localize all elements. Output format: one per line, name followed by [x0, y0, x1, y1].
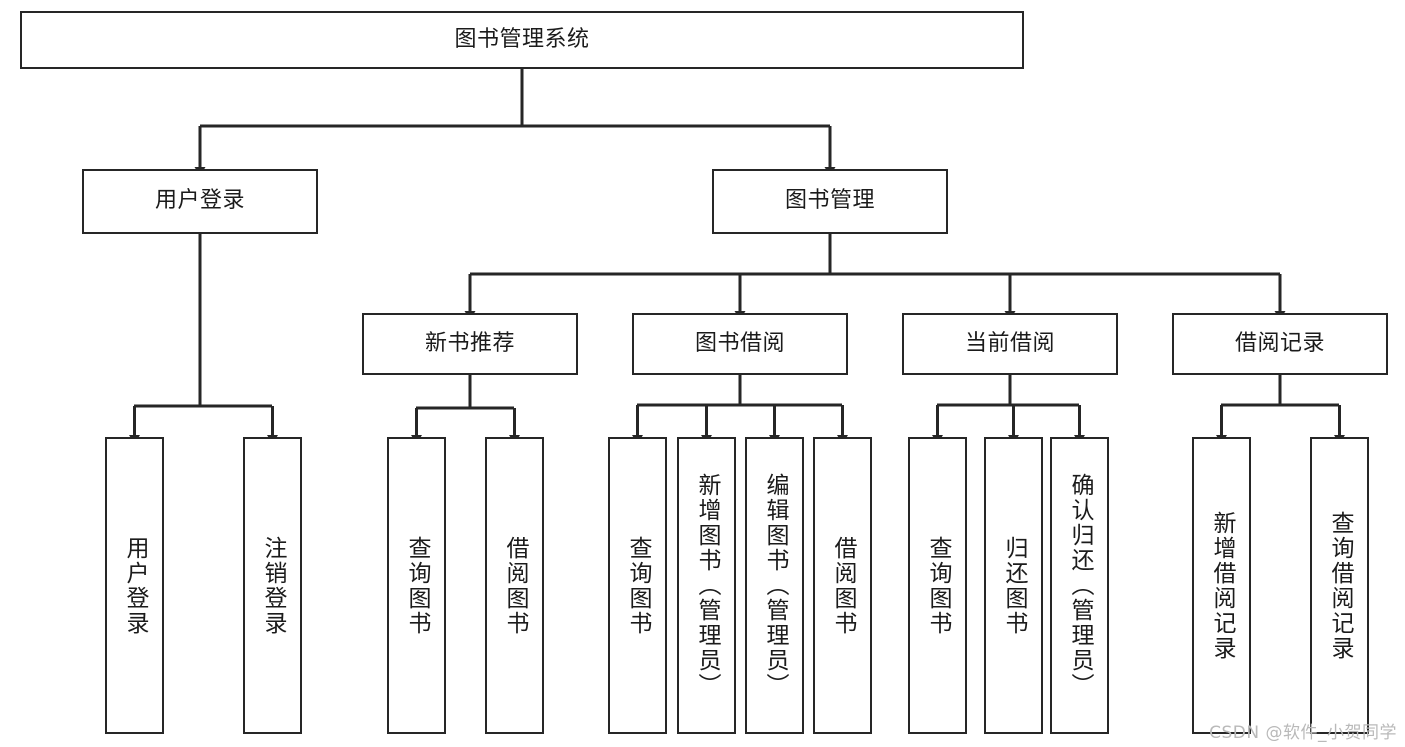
node-l3-bk-borrow[interactable]: 借阅图书 — [813, 437, 872, 734]
node-label: 查询图书 — [925, 535, 951, 636]
node-label: 注销登录 — [260, 535, 286, 636]
node-l3-bk-query[interactable]: 查询图书 — [608, 437, 667, 734]
node-label: 新书推荐 — [424, 330, 515, 356]
node-label: 图书借阅 — [694, 330, 785, 356]
node-label: 新增借阅记录 — [1209, 510, 1235, 661]
node-l3-nb-query[interactable]: 查询图书 — [387, 437, 446, 734]
node-label: 借阅图书 — [830, 535, 856, 636]
node-l3-cu-confirm[interactable]: 确认归还（管理员） — [1050, 437, 1109, 734]
node-l2-newbook[interactable]: 新书推荐 — [362, 313, 578, 375]
node-l3-cu-return[interactable]: 归还图书 — [984, 437, 1043, 734]
node-l1-login[interactable]: 用户登录 — [82, 169, 318, 234]
node-label: 当前借阅 — [964, 330, 1055, 356]
node-label: 图书管理 — [784, 188, 875, 214]
node-l3-bk-add[interactable]: 新增图书（管理员） — [677, 437, 736, 734]
node-l3-userlogin[interactable]: 用户登录 — [105, 437, 164, 734]
node-label: 图书管理系统 — [454, 26, 590, 52]
node-label: 用户登录 — [154, 188, 245, 214]
node-label: 查询图书 — [625, 535, 651, 636]
node-label: 编辑图书（管理员） — [762, 473, 788, 698]
node-label: 借阅图书 — [502, 535, 528, 636]
node-l3-bk-edit[interactable]: 编辑图书（管理员） — [745, 437, 804, 734]
node-label: 确认归还（管理员） — [1067, 473, 1093, 698]
node-label: 借阅记录 — [1234, 330, 1325, 356]
node-root[interactable]: 图书管理系统 — [20, 11, 1024, 69]
node-label: 用户登录 — [122, 535, 148, 636]
node-label: 查询图书 — [404, 535, 430, 636]
node-l3-logout[interactable]: 注销登录 — [243, 437, 302, 734]
node-l2-current[interactable]: 当前借阅 — [902, 313, 1118, 375]
node-l3-rc-query[interactable]: 查询借阅记录 — [1310, 437, 1369, 734]
node-label: 新增图书（管理员） — [694, 473, 720, 698]
node-label: 归还图书 — [1001, 535, 1027, 636]
node-l2-borrow[interactable]: 图书借阅 — [632, 313, 848, 375]
node-l1-manage[interactable]: 图书管理 — [712, 169, 948, 234]
node-l3-nb-borrow[interactable]: 借阅图书 — [485, 437, 544, 734]
node-label: 查询借阅记录 — [1327, 510, 1353, 661]
node-l2-record[interactable]: 借阅记录 — [1172, 313, 1388, 375]
node-l3-cu-query[interactable]: 查询图书 — [908, 437, 967, 734]
node-l3-rc-add[interactable]: 新增借阅记录 — [1192, 437, 1251, 734]
